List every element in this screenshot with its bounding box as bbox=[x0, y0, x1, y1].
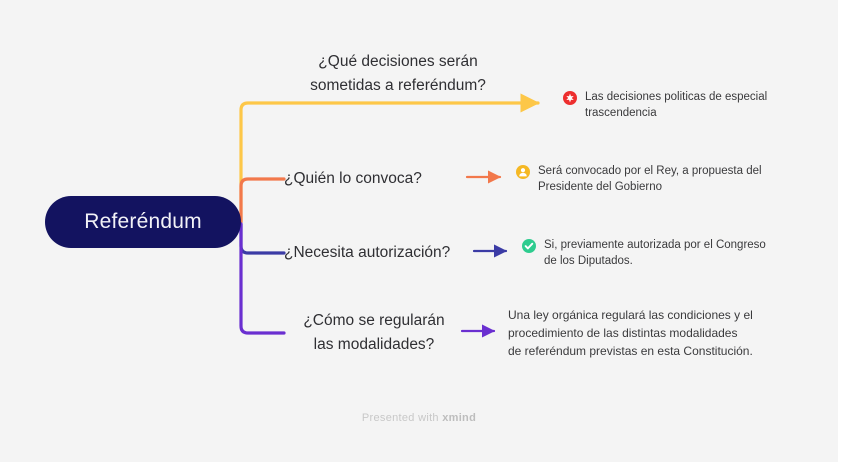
connector-branch-2 bbox=[239, 177, 286, 224]
red-star-badge-icon bbox=[563, 91, 577, 105]
connector-branch-1 bbox=[239, 93, 540, 224]
leaf-text-3: Si, previamente autorizada por el Congre… bbox=[544, 239, 766, 267]
leaf-node-1[interactable]: Las decisiones politicas de especial tra… bbox=[563, 89, 825, 121]
branch-label-2[interactable]: ¿Quién lo convoca? bbox=[284, 170, 422, 187]
footer-brand: xmind bbox=[442, 412, 477, 424]
user-badge-icon bbox=[516, 165, 530, 179]
footer-prefix: Presented with bbox=[361, 412, 443, 424]
leaf-node-4[interactable]: Una ley orgánica regulará las condicione… bbox=[508, 306, 808, 360]
branch-label-4[interactable]: ¿Cómo se regularán las modalidades? bbox=[303, 312, 445, 353]
connector-branch-3 bbox=[239, 222, 286, 255]
footer-attribution: Presented with xmind bbox=[0, 412, 838, 424]
leaf-node-2[interactable]: Será convocado por el Rey, a propuesta d… bbox=[516, 163, 806, 195]
root-node-label: Referéndum bbox=[84, 210, 202, 233]
leaf-text-1: Las decisiones politicas de especial tra… bbox=[585, 91, 768, 119]
leaf-text-4: Una ley orgánica regulará las condicione… bbox=[508, 308, 753, 358]
branch-label-1[interactable]: ¿Qué decisiones serán sometidas a referé… bbox=[310, 53, 486, 94]
root-node[interactable]: Referéndum bbox=[45, 196, 241, 248]
connector-branch-4 bbox=[239, 222, 286, 335]
leaf-node-3[interactable]: Si, previamente autorizada por el Congre… bbox=[522, 237, 812, 269]
branch-label-3[interactable]: ¿Necesita autorización? bbox=[284, 244, 451, 261]
green-check-badge-icon bbox=[522, 239, 536, 253]
leaf-text-2: Será convocado por el Rey, a propuesta d… bbox=[538, 165, 762, 193]
